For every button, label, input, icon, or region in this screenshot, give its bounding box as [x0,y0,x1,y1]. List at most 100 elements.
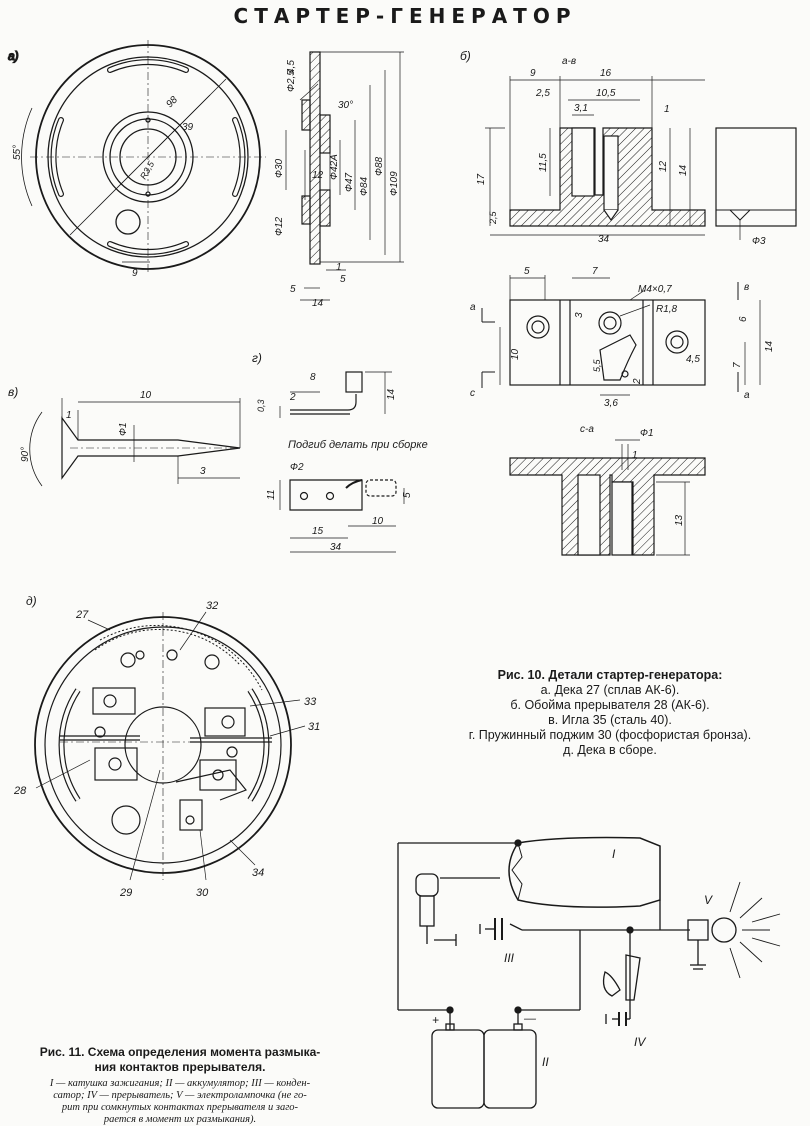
dim-39: 39 [182,122,194,133]
mark-v: в [744,282,749,293]
dim-1-igla: 1 [66,410,72,421]
fig11-legend: I — катушка зажигания; II — аккумулятор;… [0,1078,360,1126]
deka-front-view: а) [7,40,266,274]
dim-phi47: Ф47 [344,172,355,192]
fig11-caption: Рис. 11. Схема определения момента размы… [0,1045,360,1075]
dim-34-oboima: 34 [598,234,610,245]
dim-1-deka: 1 [336,262,342,273]
dim-12-deka: 12 [312,170,324,181]
dim-55deg: 55° [12,145,23,160]
dim-14-podzhim: 14 [386,388,397,400]
part-32: 32 [206,600,218,612]
dim-5-podzhim: 5 [402,492,413,498]
dim-phi84: Ф84 [359,176,370,196]
view-label-a: а) [8,49,19,63]
deka-assembly [34,611,306,881]
fig10-caption: Рис. 10. Детали стартер-генератора: а. Д… [410,668,810,758]
dim-15-podzhim: 15 [312,526,324,537]
circuit-schematic [397,836,781,1109]
deka-side-section [285,51,404,301]
dim-10-plan: 10 [510,348,521,360]
dim-7-plan: 7 [592,266,598,277]
mark-a: а [470,302,476,313]
fig10-line-a: а. Дека 27 (сплав АК-6). [540,683,680,697]
oboima-plan [481,275,761,396]
view-label-d: д) [26,594,37,608]
bend-note: Подгиб делать при сборке [288,439,428,451]
fig11-legend-1: I — катушка зажигания; II — аккумулятор;… [49,1078,311,1089]
fig10-line-v: в. Игла 35 (сталь 40). [548,713,672,727]
fig11-legend-4: рается в момент их размыкания). [103,1114,257,1125]
dim-phi2-podzhim: Ф2 [290,462,304,473]
part-29: 29 [119,887,132,899]
sec-c-a: с-а [580,424,594,435]
dim-3-igla: 3 [200,466,206,477]
fig11-legend-2: сатор; IV — прерыватель; V — электроламп… [53,1090,307,1101]
part-31: 31 [308,721,320,733]
dim-phi88: Ф88 [374,156,385,176]
dim-phi1-igla: Ф1 [118,422,129,436]
dim-17-oboima: 17 [476,173,487,185]
fig11-title-2: ния контактов прерывателя. [94,1060,266,1074]
dim-0-3: 0,3 [256,399,266,412]
dim-4-5-plan: 4,5 [686,354,700,365]
part-28: 28 [13,785,27,797]
dim-11-podzhim: 11 [266,490,277,500]
label-V: V [704,893,713,907]
label-III: III [504,951,515,965]
label-IV: IV [634,1035,646,1049]
dim-2-plan: 2 [632,378,643,385]
dim-14-deka: 14 [312,298,324,309]
view-label-v: в) [8,385,18,399]
dim-5-5-plan: 5,5 [592,358,602,372]
dim-r1-8: R1,8 [656,304,678,315]
fig10-title: Рис. 10. Детали стартер-генератора: [497,668,723,682]
dim-30deg: 30° [338,100,353,111]
dim-2-5b-oboima: 2,5 [488,210,498,225]
dim-98: 98 [164,94,180,110]
dim-phi109: Ф109 [389,171,400,196]
mark-c: с [470,388,475,399]
oboima-section [485,76,797,240]
part-34: 34 [252,867,264,879]
dim-5-plan: 5 [524,266,530,277]
dim-10-podzhim: 10 [372,516,384,527]
dim-7b-plan: 7 [732,362,743,368]
dim-34-podzhim: 34 [330,542,342,553]
dim-5a-deka: 5 [290,284,296,295]
dim-r3-5: R3,5 [138,159,157,181]
fig10-line-d: д. Дека в сборе. [563,743,657,757]
dim-2-5-oboima: 2,5 [535,88,550,99]
mark-a-2: а [744,390,750,401]
dim-12-oboima: 12 [658,160,669,172]
dim-3-6-plan: 3,6 [604,398,618,409]
dim-2-podzhim: 2 [289,392,296,403]
oboima-section-ca [509,439,706,556]
dim-13-ca: 13 [674,514,685,526]
view-label-g: г) [252,351,262,365]
label-II: II [542,1055,549,1069]
dim-3-plan: 3 [574,312,585,318]
dim-10-5-oboima: 10,5 [596,88,616,99]
fig11-legend-3: рит при сомкнутых контактах прерывателя … [61,1102,299,1113]
igla-needle [29,398,241,487]
label-plus: + [432,1013,439,1027]
fig11-title-1: Рис. 11. Схема определения момента размы… [39,1045,321,1059]
dim-14-oboima: 14 [678,164,689,176]
dim-9: 9 [132,268,138,279]
part-33: 33 [304,696,317,708]
view-label-b: б) [460,49,471,63]
dim-m4: М4×0,7 [638,284,672,295]
fig10-line-b: б. Обойма прерывателя 28 (АК-6). [510,698,710,712]
dim-6-plan: 6 [738,316,749,322]
dim-phi3-oboima: Ф3 [752,236,766,247]
dim-16-oboima: 16 [600,68,612,79]
dim-90deg: 90° [20,447,31,462]
dim-5b-deka: 5 [340,274,346,285]
fig10-line-g: г. Пружинный поджим 30 (фосфористая брон… [468,728,752,742]
dim-phi2-5: Ф2,5 [286,70,297,92]
dim-1-oboima: 1 [664,104,670,115]
dim-1-ca: 1 [632,450,638,461]
